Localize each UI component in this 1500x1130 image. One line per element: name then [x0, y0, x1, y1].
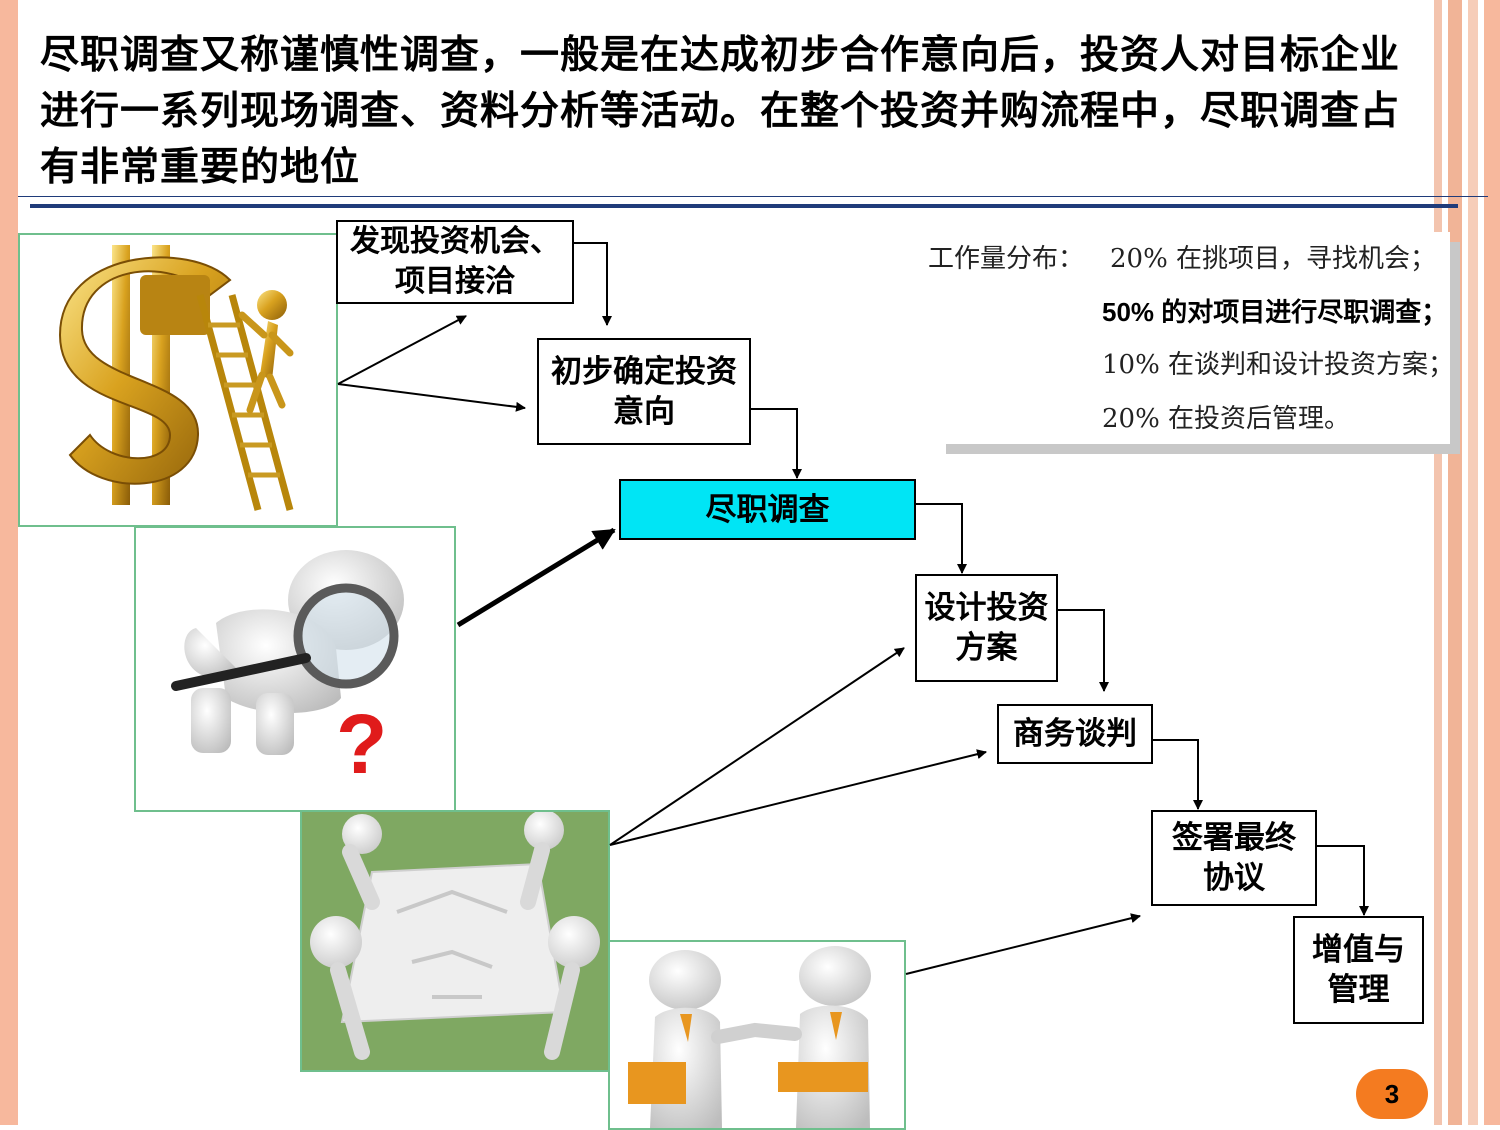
flow-step-label: 设计投资方案: [924, 590, 1049, 666]
flow-step-initial-intent: 初步确定投资意向: [537, 338, 751, 445]
workload-panel: 工作量分布： 20% 在挑项目，寻找机会； 50% 的对项目进行尽职调查； 10…: [928, 232, 1454, 444]
frame-right-stripe: [1434, 0, 1442, 1125]
workload-line: 10% 在谈判和设计投资方案；: [1102, 350, 1455, 380]
title-divider-thin: [18, 196, 1488, 197]
frame-left-stripe: [0, 0, 18, 1125]
flow-step-find-opportunity: 发现投资机会、项目接洽: [336, 220, 574, 304]
frame-right-stripe: [1484, 0, 1500, 1125]
slide-title: 尽职调查又称谨慎性调查，一般是在达成初步合作意向后，投资人对目标企业进行一系列现…: [40, 33, 1401, 190]
workload-line-highlight: 50% 的对项目进行尽职调查；: [1102, 297, 1448, 327]
workload-label: 工作量分布：: [928, 244, 1085, 274]
frame-right-stripe: [1448, 0, 1462, 1125]
svg-text:?: ?: [336, 697, 387, 791]
flow-step-value-management: 增值与管理: [1293, 916, 1424, 1024]
workload-line: 20% 在投资后管理。: [1102, 404, 1351, 434]
flow-step-label: 发现投资机会、项目接洽: [350, 224, 560, 299]
flow-step-negotiation: 商务谈判: [997, 704, 1153, 764]
flow-step-label: 增值与管理: [1312, 932, 1405, 1008]
flow-step-sign-agreement: 签署最终协议: [1151, 810, 1317, 906]
handshake-figures-icon: [608, 940, 906, 1130]
flow-step-label: 商务谈判: [1013, 716, 1137, 752]
page-number-badge: 3: [1356, 1069, 1428, 1119]
flow-step-label: 尽职调查: [705, 491, 830, 528]
magnifier-figure-icon: ?: [134, 526, 456, 812]
frame-right-stripe: [1468, 0, 1478, 1125]
flow-step-label: 签署最终协议: [1172, 820, 1296, 896]
workload-line: 20% 在挑项目，寻找机会；: [1110, 244, 1437, 274]
teamwork-puzzle-figures-icon: [300, 810, 610, 1072]
flow-step-label: 初步确定投资意向: [551, 353, 737, 430]
dollar-ladder-figure-icon: [18, 233, 338, 527]
title-divider-thick: [30, 204, 1458, 208]
flow-step-design-plan: 设计投资方案: [915, 574, 1058, 682]
flow-step-due-diligence: 尽职调查: [619, 479, 916, 540]
